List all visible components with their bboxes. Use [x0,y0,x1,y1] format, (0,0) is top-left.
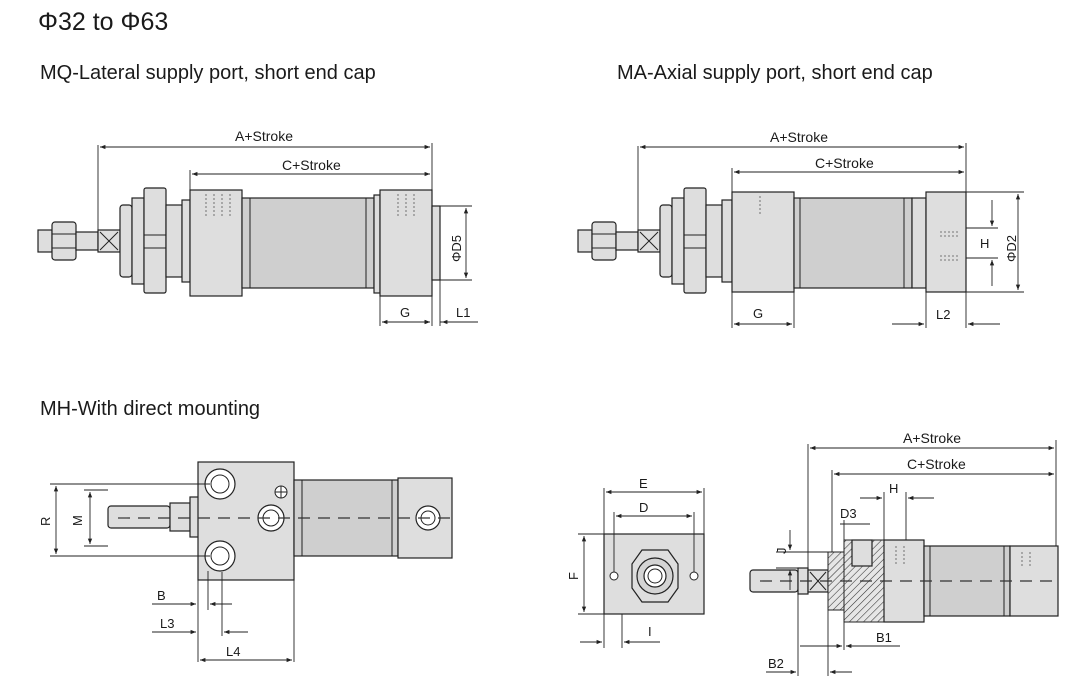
section-dim-c-stroke: C+Stroke [907,456,966,472]
ma-dim-c-stroke: C+Stroke [815,155,874,171]
end-view-dim-e: E [639,476,648,491]
mh-cylinder-drawing [50,461,453,663]
mq-dim-g: G [400,305,410,320]
mq-dim-c-stroke: C+Stroke [282,157,341,173]
mh-dim-l4: L4 [226,644,240,659]
mq-view-title: MQ-Lateral supply port, short end cap [40,62,376,84]
ma-dim-a-stroke: A+Stroke [770,129,828,145]
section-dim-j: J [774,548,789,555]
mh-dim-r: R [38,517,53,526]
mq-dim-a-stroke: A+Stroke [235,128,293,144]
end-view-drawing [578,488,705,648]
section-dim-b2: B2 [768,656,784,671]
end-view-dim-f: F [566,572,581,580]
end-view-dim-i: I [648,624,652,639]
mq-dim-l1: L1 [456,305,470,320]
section-dim-d3: D3 [840,506,857,521]
ma-dim-l2: L2 [936,307,950,322]
mh-view-title: MH-With direct mounting [40,398,261,420]
ma-view-title: MA-Axial supply port, short end cap [617,62,933,84]
section-dim-a-stroke: A+Stroke [903,430,961,446]
ma-dim-h: H [980,236,989,251]
section-view-drawing [749,440,1059,676]
mq-dim-d5: ΦD5 [449,235,464,262]
ma-cylinder-drawing [577,143,1024,328]
mq-cylinder-drawing [37,143,478,326]
page-title: Φ32 to Φ63 [38,8,169,36]
section-dim-b1: B1 [876,630,892,645]
ma-dim-d2: ΦD2 [1004,235,1019,262]
ma-dim-g: G [753,306,763,321]
mh-dim-b: B [157,588,166,603]
mh-dim-m: M [70,515,85,526]
mh-dim-l3: L3 [160,616,174,631]
section-dim-h: H [889,481,898,496]
end-view-dim-d: D [639,500,648,515]
